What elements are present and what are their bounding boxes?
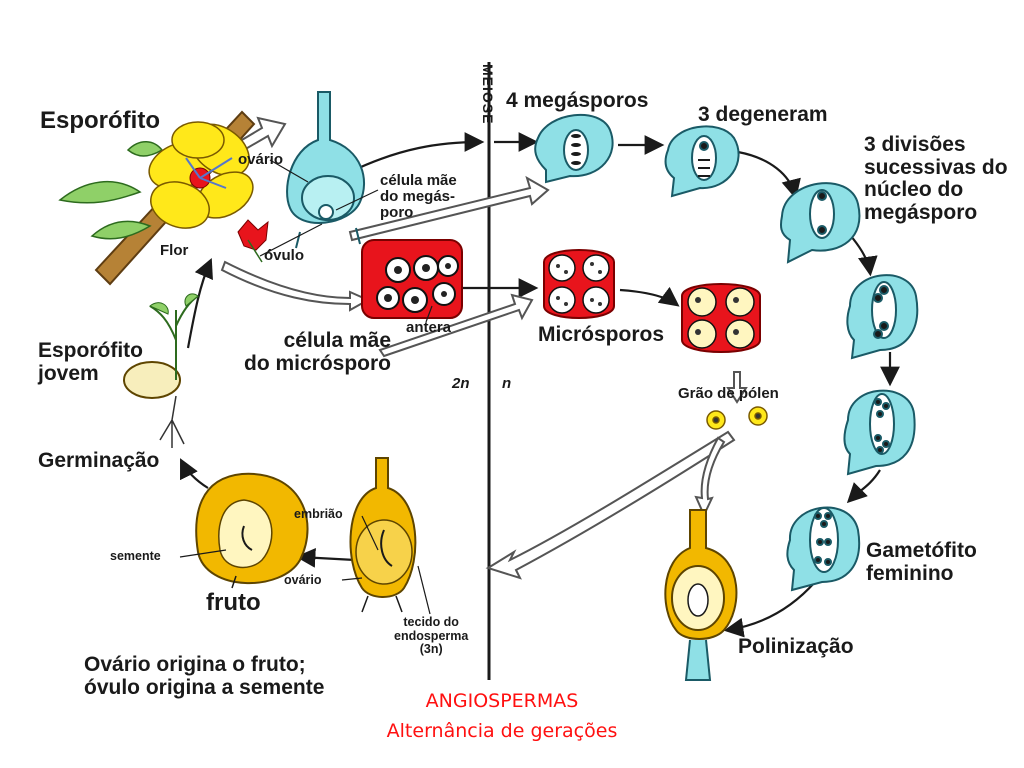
divisoes-ovulo-2 bbox=[846, 274, 919, 360]
microsporos-tetrade-2 bbox=[681, 283, 761, 353]
graos-de-polen bbox=[706, 406, 768, 430]
label-microsporos: Micrósporos bbox=[538, 323, 665, 346]
label-ovario-top: ovário bbox=[238, 151, 284, 168]
label-antera: antera bbox=[406, 319, 452, 336]
esporofito-jovem-planta bbox=[123, 293, 199, 448]
label-ovario-bottom: ovário bbox=[284, 573, 322, 587]
label-celula-mae-megasporo: célula mãe do megás- poro bbox=[380, 172, 457, 222]
esporofito-flower-branch bbox=[58, 110, 269, 286]
label-grao-polen: Grão de pólen bbox=[678, 385, 779, 402]
label-ovulo: óvulo bbox=[264, 247, 304, 264]
caption-subtitle: Alternância de gerações bbox=[386, 720, 618, 742]
label-fruto: fruto bbox=[206, 589, 261, 616]
label-2n: 2n bbox=[452, 375, 470, 392]
label-embriao: embrião bbox=[294, 507, 343, 521]
divisoes-ovulo-3 bbox=[843, 389, 916, 476]
caption-title: ANGIOSPERMAS bbox=[425, 690, 579, 712]
degeneram-ovulo bbox=[664, 125, 740, 198]
label-germinacao: Germinação bbox=[38, 449, 160, 472]
fruto bbox=[195, 472, 309, 589]
label-semente: semente bbox=[110, 549, 161, 563]
label-flor: Flor bbox=[160, 242, 189, 259]
label-polinizacao: Polinização bbox=[738, 635, 854, 658]
leader-lines bbox=[179, 159, 433, 615]
hollow-arrows bbox=[220, 116, 748, 580]
label-gametofito: Gametófito feminino bbox=[866, 539, 977, 585]
microsporos-tetrade bbox=[543, 249, 615, 319]
label-esporofito: Esporófito bbox=[40, 107, 160, 134]
gametofito-feminino-ovulo bbox=[786, 506, 861, 592]
label-divisoes: 3 divisões sucessivas do núcleo do megás… bbox=[864, 133, 1008, 225]
ovulo-celula-mae bbox=[286, 91, 365, 249]
semente-endosperma bbox=[349, 457, 417, 613]
label-meiose: MEIOSE bbox=[480, 64, 496, 125]
label-celula-mae-microsporo: célula mãe do micrósporo bbox=[244, 329, 392, 375]
label-esporofito-jovem: Esporófito jovem bbox=[38, 339, 143, 385]
divisoes-ovulo bbox=[780, 182, 861, 264]
label-degeneram: 3 degeneram bbox=[698, 103, 828, 126]
label-tecido-endosperma: tecido do endosperma (3n) bbox=[394, 615, 469, 656]
label-megasporos: 4 megásporos bbox=[506, 89, 649, 112]
antera bbox=[361, 239, 463, 319]
megasporos-ovulo bbox=[534, 113, 614, 184]
label-summary: Ovário origina o fruto; óvulo origina a … bbox=[84, 653, 325, 699]
label-n: n bbox=[502, 375, 512, 392]
polinizacao-ovulo bbox=[664, 509, 738, 681]
